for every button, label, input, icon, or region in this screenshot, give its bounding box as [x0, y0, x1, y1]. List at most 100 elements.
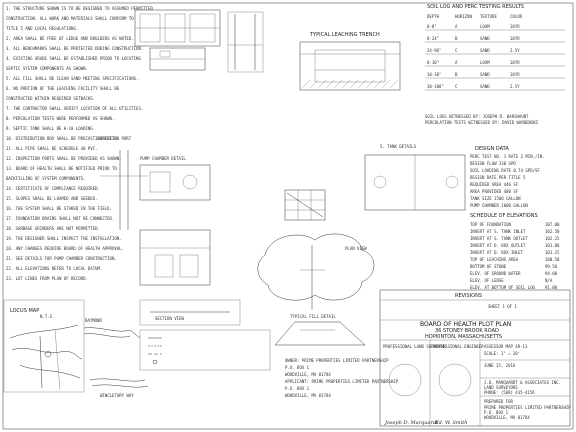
- section-view-detail: [139, 299, 241, 326]
- note-line: 12. INSPECTION PORTS SHALL BE PROVIDED A…: [6, 156, 122, 161]
- owner-line: P.O. BOX 1: [285, 365, 310, 370]
- schedule-value: 101.00: [545, 243, 560, 248]
- soil-log-cell: 10YR: [510, 72, 520, 77]
- locus-way-label: WINCLETARY WAY: [100, 393, 134, 398]
- note-line: 23. LOT LINES FROM PLAN OF RECORD.: [6, 276, 88, 281]
- locus-map-title: LOCUS MAP: [10, 308, 39, 314]
- note-line: 9. SEPTIC TANK SHALL BE H-10 LOADING.: [6, 126, 95, 131]
- trench-hatch: [389, 79, 399, 89]
- note-line: 21. SEE DETAILS FOR PUMP CHAMBER CONSTRU…: [6, 256, 117, 261]
- note-line: 7. THE CONTRACTOR SHALL VERIFY LOCATION …: [6, 106, 143, 111]
- trench-hatch: [349, 79, 359, 89]
- trench-hatch: [333, 79, 343, 89]
- scale-label: SCALE: 1" = 20': [484, 351, 520, 356]
- note-line: 20. ANY CHANGES REQUIRE BOARD OF HEALTH …: [6, 246, 124, 251]
- soil-log-cell: 10YR: [510, 60, 520, 65]
- engineer-seal-label: PROFESSIONAL ENGINEER: [433, 344, 484, 349]
- note-line: CONSTRUCTED WITHIN REQUIRED SETBACKS.: [6, 96, 95, 101]
- note-line: CONSTRUCTION. ALL WORK AND MATERIALS SHA…: [6, 16, 134, 21]
- inspection-port-label: INSPECTION PORT: [95, 136, 132, 141]
- symbol-legend: [139, 329, 271, 371]
- revisions-label: REVISIONS: [455, 293, 482, 299]
- design-data-line: DESIGN FLOW 330 GPD: [470, 161, 516, 166]
- note-line: BACKFILLING OF SYSTEM COMPONENTS.: [6, 176, 85, 181]
- engineer-firm-3: PHONE: (508) 435-4156: [484, 390, 535, 395]
- note-line: 19. THE DESIGNER SHALL INSPECT THE INSTA…: [6, 236, 122, 241]
- tank-details-label: S. TANK DETAILS: [380, 144, 417, 149]
- design-data-line: PERC TEST NO. 1 RATE 2 MIN./IN.: [470, 154, 545, 159]
- soil-log-cell: 8-24": [427, 36, 439, 41]
- schedule-title: SCHEDULE OF ELEVATIONS: [470, 213, 538, 219]
- pump-chamber-label: PUMP CHAMBER DETAIL: [140, 156, 186, 161]
- note-line: 3. ALL BENCHMARKS SHALL BE PROTECTED DUR…: [6, 46, 143, 51]
- tank-section-detail: [134, 9, 221, 71]
- soil-log-cell: 10-30": [427, 72, 441, 77]
- note-line: 14. CERTIFICATE OF COMPLIANCE REQUIRED.: [6, 186, 100, 191]
- design-data-line: AREA PROVIDED 480 SF: [470, 189, 519, 194]
- engineer-firm-1: J.D. MARQUARDT & ASSOCIATES INC.: [484, 380, 561, 385]
- soil-log-cell: LOAM: [480, 24, 490, 29]
- leaching-trench-title: TYPICAL LEACHING TRENCH: [309, 32, 380, 38]
- pump-chamber-plan: [139, 164, 211, 201]
- surveyor-seal: [388, 363, 422, 397]
- locus-site-marker: [44, 350, 52, 358]
- soil-witness-line: SOIL LOGS WITNESSED BY: JOSEPH D. BARSHA…: [425, 114, 529, 119]
- soil-log-cell: A: [455, 60, 458, 65]
- owner-address-1: P.O. BOX 1: [484, 410, 509, 415]
- note-line: 4. EXISTING GRADE SHALL BE ESTABLISHED P…: [6, 56, 141, 61]
- trench-hatch: [341, 79, 351, 89]
- trench-hatch: [365, 79, 375, 89]
- note-line: TITLE 5 AND LOCAL REGULATIONS.: [6, 26, 78, 31]
- soil-log-cell: B: [455, 36, 458, 41]
- design-data-title: DESIGN DATA: [475, 146, 509, 152]
- soil-log-cell: 0-10": [427, 60, 439, 65]
- trench-hatch: [381, 79, 391, 89]
- design-data-line: TANK SIZE 1500 GALLON: [470, 196, 521, 201]
- soil-log-cell: 10YR: [510, 36, 520, 41]
- locus-map: LOCUS MAP N.T.S.: [3, 299, 85, 393]
- schedule-value: 94.00: [545, 271, 558, 276]
- design-data-line: DESIGN RATE PER TITLE 5: [470, 175, 526, 180]
- schedule-item: INVERT AT S. TANK OUTLET: [470, 236, 528, 241]
- engineer-firm-2: LAND SURVEYORS: [484, 385, 518, 390]
- schedule-value: 102.25: [545, 236, 560, 241]
- schedule-item: INVERT AT D. BOX OUTLET: [470, 243, 526, 248]
- note-line: 2. AREA SHALL BE FREE OF LEDGE AND BOULD…: [6, 36, 134, 41]
- soil-log-cell: LOAM: [480, 60, 490, 65]
- owner-line: WOODVILLE, MA 01784: [285, 393, 331, 398]
- prepared-for-label: PREPARED FOR: [484, 399, 513, 404]
- soil-log-cell: SAND: [480, 72, 490, 77]
- general-notes: 1. THE STRUCTURE SHOWN IS TO BE DESIGNED…: [6, 6, 153, 281]
- schedule-item: BOTTOM OF STONE: [470, 264, 507, 269]
- trench-hatch: [317, 79, 327, 89]
- locus-road-label: RAYMOND: [85, 318, 102, 323]
- title-block: REVISIONS SHEET 1 OF 1 BOARD OF HEALTH P…: [379, 289, 571, 427]
- owner-line: OWNER: PRIME PROPERTIES LIMITED PARTNERS…: [285, 358, 389, 363]
- trench-hatch: [301, 79, 311, 89]
- soil-log-header: COLOR: [510, 14, 523, 19]
- assessor-ref: ASSESSOR MAP 4R-13: [484, 344, 528, 349]
- schedule-value: 107.00: [545, 222, 560, 227]
- schedule-item: INVERT AT D. BOX INLET: [470, 250, 524, 255]
- design-data-list: PERC TEST NO. 1 RATE 2 MIN./IN. DESIGN FL…: [470, 154, 545, 208]
- soil-log-cell: 2.5Y: [510, 84, 520, 89]
- schedule-item: INVERT AT S. TANK INLET: [470, 229, 526, 234]
- schedule-value: 102.50: [545, 229, 560, 234]
- plan-view-label: PLAN VIEW: [345, 246, 367, 251]
- plan-title-1: BOARD OF HEALTH PLOT PLAN: [420, 321, 511, 328]
- soil-log-cell: SAND: [480, 48, 490, 53]
- design-data-line: PUMP CHAMBER 1000 GALLON: [470, 203, 528, 208]
- soil-log-cell: 0-8": [427, 24, 437, 29]
- plan-title-3: HOPKINTON, MASSACHUSETTS: [425, 334, 502, 340]
- note-line: 22. ALL ELEVATIONS REFER TO LOCAL DATUM.: [6, 266, 102, 271]
- schedule-value: 91.00: [545, 285, 558, 290]
- trench-hatch: [373, 79, 383, 89]
- leaching-trench-detail: [299, 41, 401, 91]
- note-line: 5. ALL FILL SHALL BE CLEAN SAND MEETING …: [6, 76, 138, 81]
- schedule-item: TOP OF LEACHING AREA: [470, 257, 519, 262]
- inspection-port-detail: [100, 150, 148, 230]
- note-line: 6. NO PORTION OF THE LEACHING FACILITY S…: [6, 86, 120, 91]
